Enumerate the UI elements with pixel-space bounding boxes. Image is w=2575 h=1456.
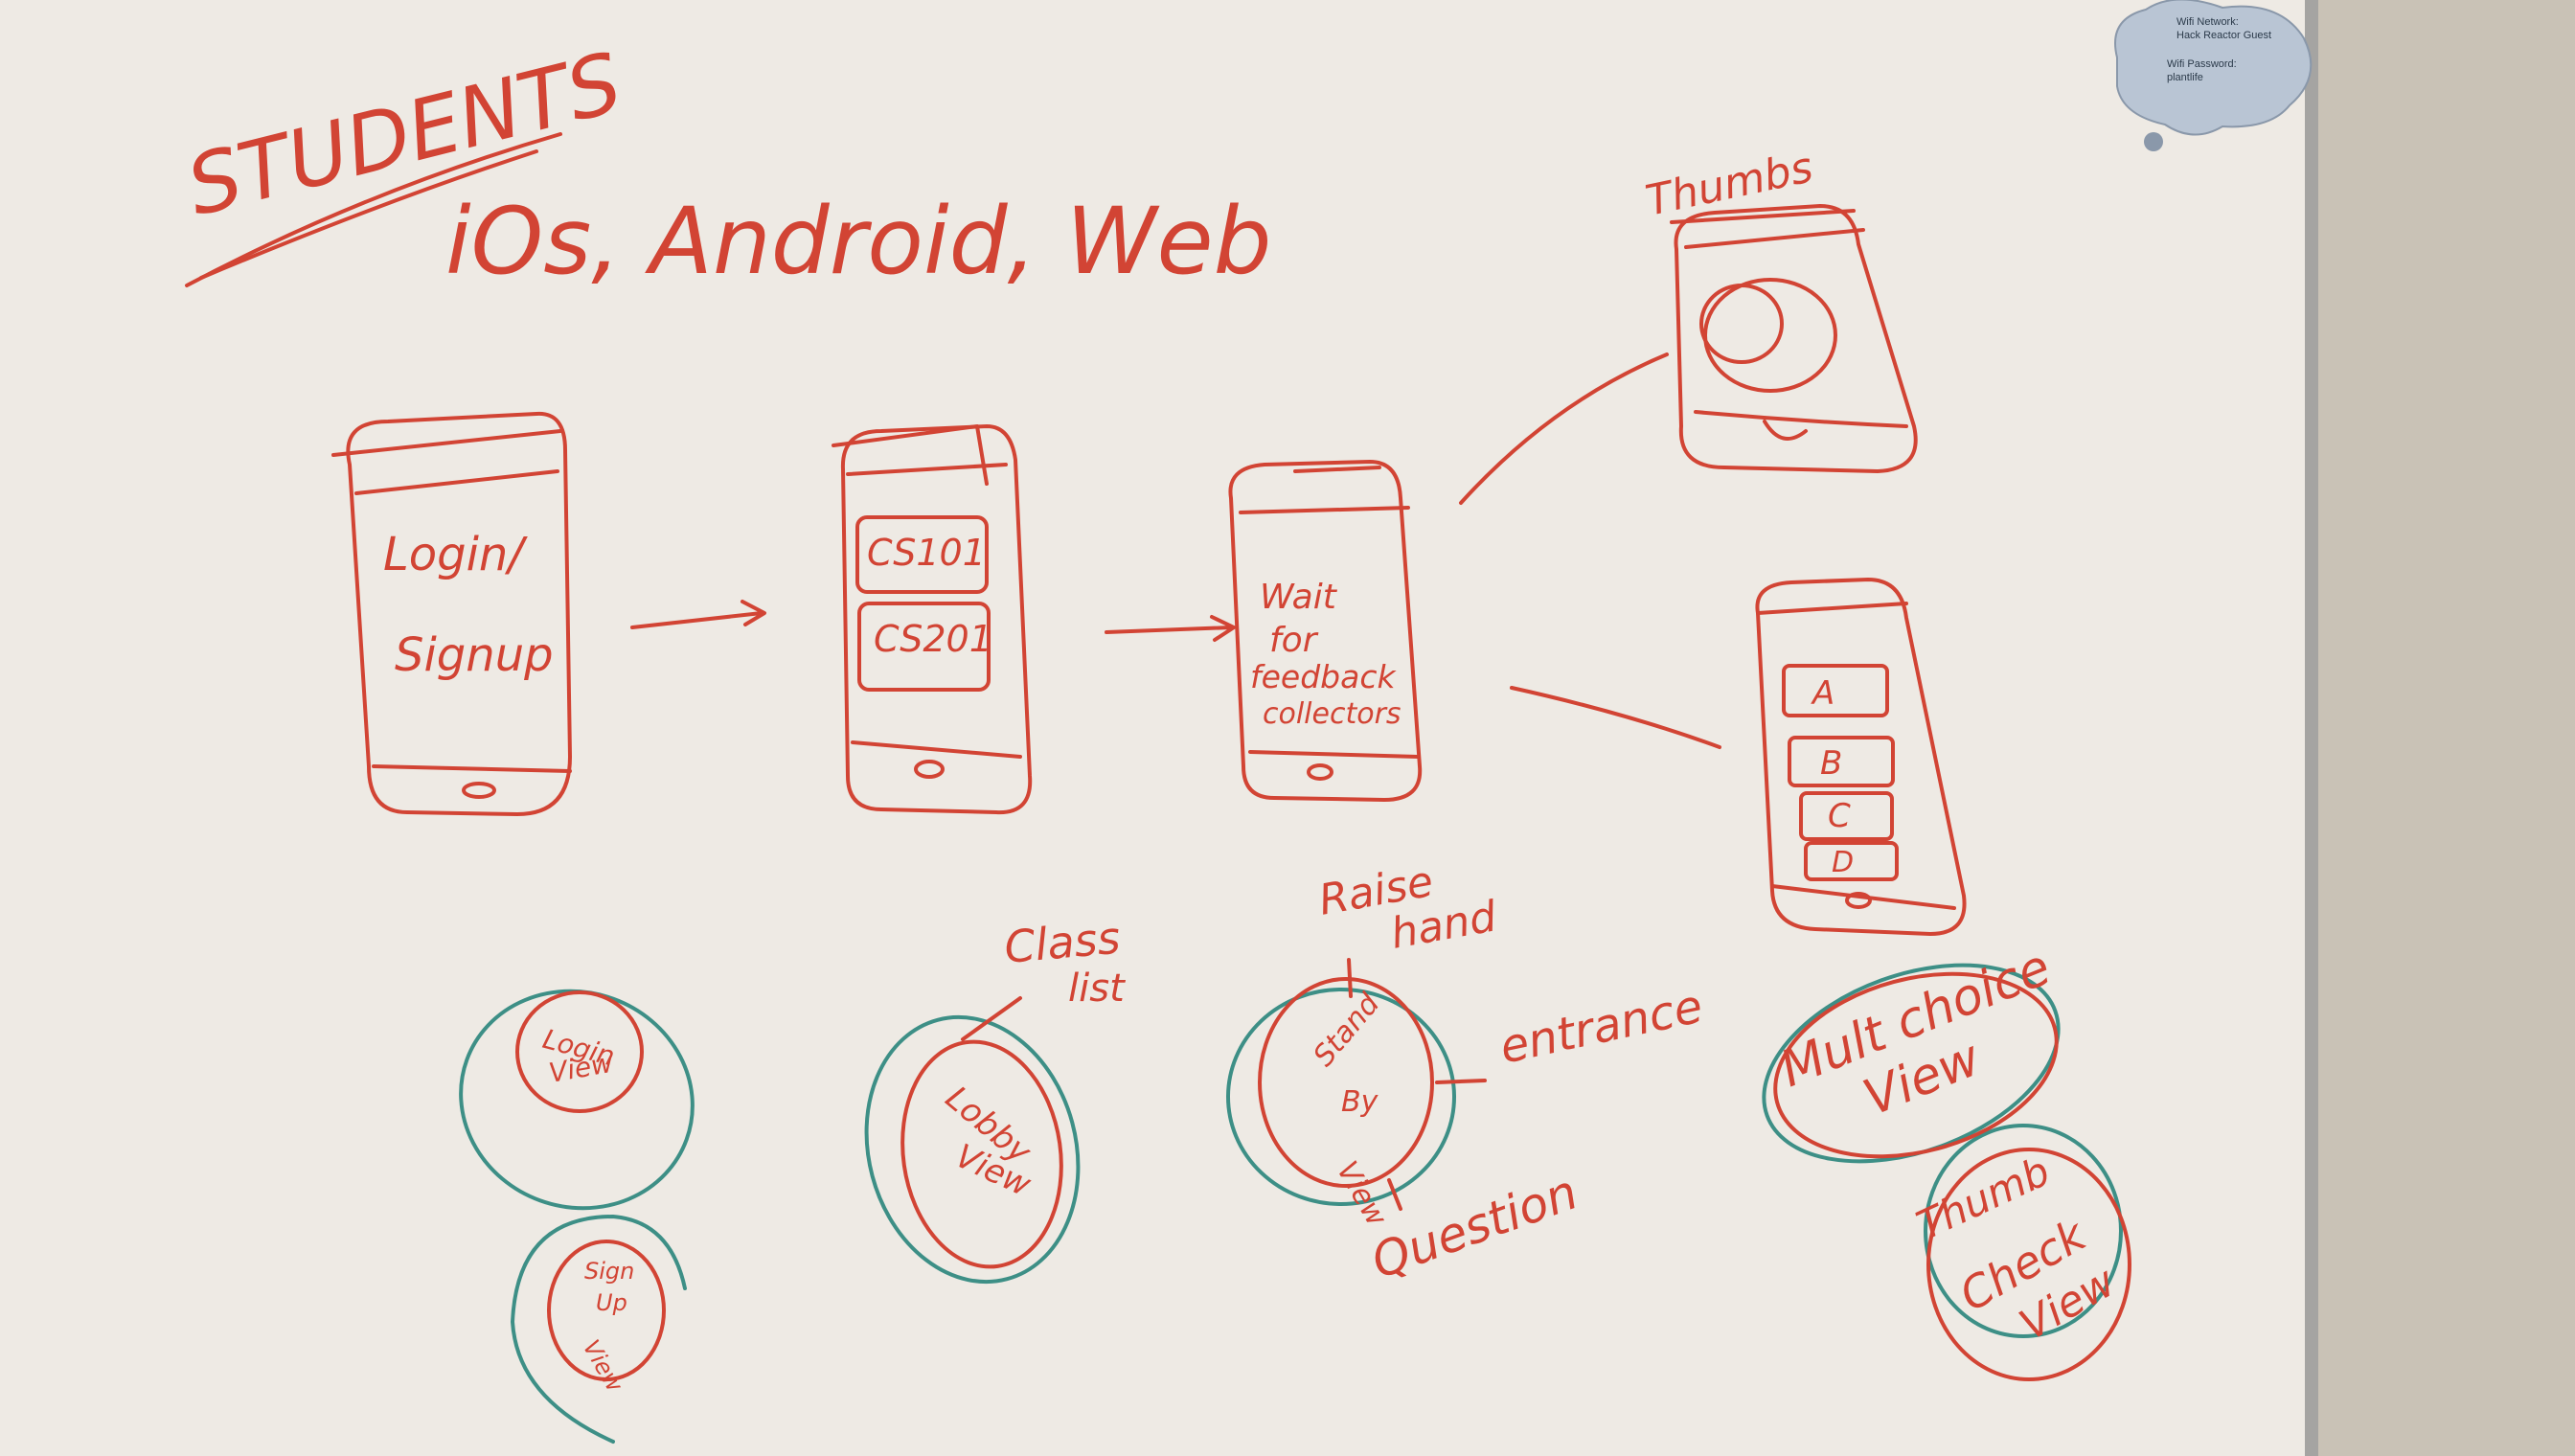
title-underline xyxy=(185,132,562,287)
wifi-network-label: Wifi Network: xyxy=(2176,16,2239,28)
wifi-password-label: Wifi Password: xyxy=(2167,58,2237,70)
choice-d: D xyxy=(1832,846,1854,879)
phone-wait: Wait for feedback collectors xyxy=(1228,460,1423,802)
login-text-2: Signup xyxy=(395,628,554,682)
signup-view-2: Up xyxy=(596,1289,627,1316)
green-circle-lobby xyxy=(864,1014,1081,1285)
arrow-class-to-wait xyxy=(1105,615,1236,642)
choice-b: B xyxy=(1820,744,1842,783)
green-circle-standby xyxy=(1226,988,1456,1206)
whiteboard-frame xyxy=(2305,0,2318,1456)
green-circle-thumb xyxy=(1924,1124,2123,1338)
wifi-note: Wifi Network: Hack Reactor Guest Wifi Pa… xyxy=(2114,0,2313,151)
wait-text-1: Wait xyxy=(1260,578,1338,617)
login-text-1: Login/ xyxy=(383,528,528,581)
branch-to-choice xyxy=(1510,686,1721,749)
choice-a: A xyxy=(1811,674,1834,713)
phone-choice: A B C D xyxy=(1755,578,1967,936)
wait-text-2: for xyxy=(1269,621,1319,660)
class-item-2: CS201 xyxy=(874,618,992,660)
title-platforms: iOs, Android, Web xyxy=(445,188,1272,295)
signup-view-1: Sign xyxy=(584,1258,634,1285)
wait-text-3: feedback xyxy=(1250,658,1397,695)
arrow-login-to-class xyxy=(630,600,766,629)
green-circle-signup xyxy=(510,1214,687,1444)
class-item-1: CS101 xyxy=(867,532,986,574)
wifi-network: Hack Reactor Guest xyxy=(2176,30,2271,41)
phone-class-list: CS101 CS201 xyxy=(832,424,1033,815)
title-underline-2 xyxy=(199,149,538,280)
branch-to-thumbs xyxy=(1459,353,1669,505)
standby-2: By xyxy=(1341,1085,1379,1119)
phone-login: Login/ Signup xyxy=(331,411,572,816)
green-circle-login xyxy=(459,989,695,1211)
class-list-2: list xyxy=(1068,967,1126,1011)
choice-c: C xyxy=(1828,797,1851,835)
wait-text-4: collectors xyxy=(1263,697,1401,731)
wifi-password: plantlife xyxy=(2167,72,2203,83)
class-list-1: Class xyxy=(1002,912,1122,973)
